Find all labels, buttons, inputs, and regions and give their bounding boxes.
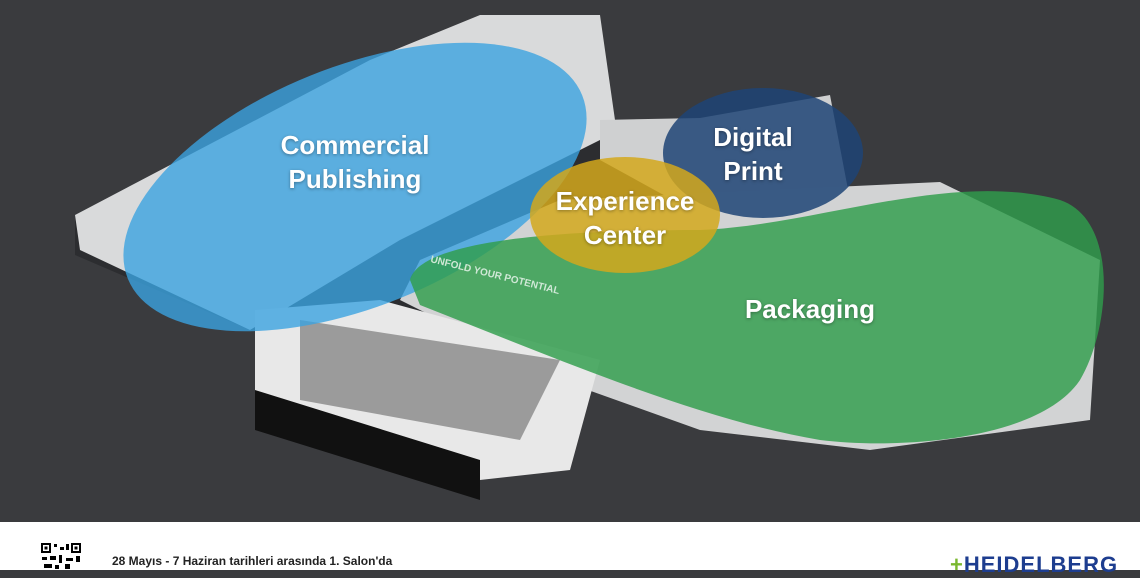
heidelberg-logo: +HEIDELBERG bbox=[950, 552, 1118, 578]
event-dates-text: 28 Mayıs - 7 Haziran tarihleri arasında … bbox=[112, 554, 393, 568]
footer-bar: 28 Mayıs - 7 Haziran tarihleri arasında … bbox=[0, 522, 1140, 577]
zone-digital-print[interactable] bbox=[663, 88, 863, 218]
label-digital-print: Digital Print bbox=[683, 120, 823, 188]
logo-text: HEIDELBERG bbox=[963, 552, 1119, 577]
qr-code-icon[interactable] bbox=[40, 542, 82, 570]
floor-plan-map: UNFOLD YOUR POTENTIAL bbox=[75, 15, 1104, 500]
label-experience-center: Experience Center bbox=[535, 184, 715, 252]
label-line: Experience bbox=[555, 186, 695, 216]
label-line: Digital bbox=[713, 122, 793, 152]
label-line: Print bbox=[723, 156, 783, 186]
label-line: Publishing bbox=[288, 164, 422, 194]
label-commercial-publishing: Commercial Publishing bbox=[255, 128, 455, 196]
label-line: Commercial bbox=[280, 130, 430, 160]
label-line: Packaging bbox=[744, 294, 876, 324]
label-line: Center bbox=[583, 220, 667, 250]
logo-plus-icon: + bbox=[950, 552, 964, 577]
zone-experience-center[interactable] bbox=[530, 157, 720, 273]
label-packaging: Packaging bbox=[720, 292, 900, 326]
